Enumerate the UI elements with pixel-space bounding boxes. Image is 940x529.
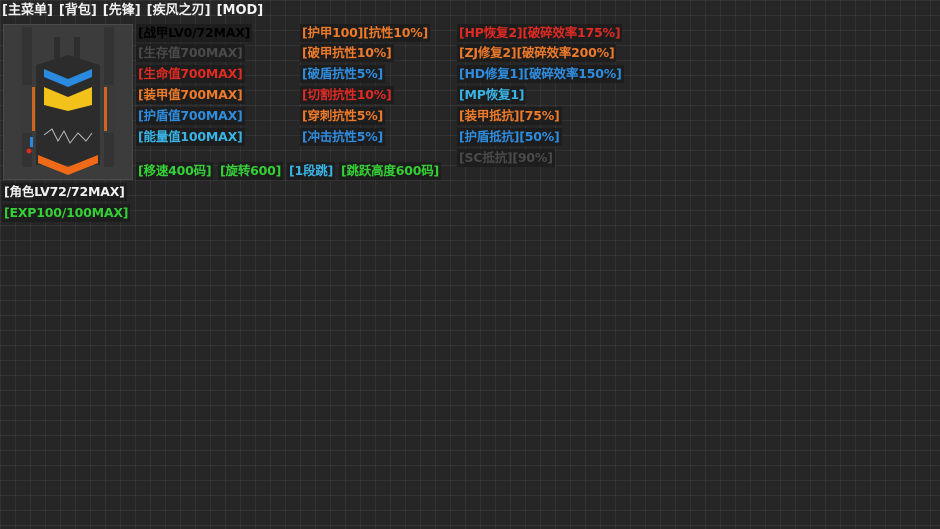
- stat-armor-resistance: [装甲抵抗][75%]: [457, 107, 562, 125]
- menu-gale-blade[interactable]: [疾风之刃]: [146, 3, 211, 18]
- menu-backpack[interactable]: [背包]: [58, 3, 97, 18]
- stat-slash-resist: [切割抗性10%]: [300, 86, 394, 104]
- stat-jump-height: [跳跃高度600码]: [339, 162, 442, 180]
- stat-mp-regen: [MP恢复1]: [457, 86, 527, 104]
- mech-armor-icon: [20, 27, 116, 175]
- stat-hp-regen: [HP恢复2][破碎效率175%]: [457, 24, 623, 42]
- top-menu: [主菜单] [背包] [先锋] [疾风之刃] [MOD]: [2, 2, 263, 19]
- stat-armor-break-resist: [破甲抗性10%]: [300, 44, 394, 62]
- stat-armor-repair: [ZJ修复2][破碎效率200%]: [457, 44, 617, 62]
- stat-impact-resist: [冲击抗性5%]: [300, 128, 386, 146]
- stat-pierce-resist: [穿刺抗性5%]: [300, 107, 386, 125]
- stat-sc-resistance: [SC抵抗][90%]: [457, 149, 555, 167]
- character-portrait: [3, 24, 133, 180]
- stat-jump-count: [1段跳]: [287, 162, 336, 180]
- menu-main[interactable]: [主菜单]: [2, 3, 53, 18]
- menu-vanguard[interactable]: [先锋]: [102, 3, 141, 18]
- character-level: [角色LV72/72MAX]: [2, 183, 127, 201]
- stat-survival: [生存值700MAX]: [136, 44, 245, 62]
- character-exp: [EXP100/100MAX]: [2, 204, 131, 222]
- armor-level: [战甲LV0/72MAX]: [136, 24, 253, 42]
- stat-shield-repair: [HD修复1][破碎效率150%]: [457, 65, 624, 83]
- stat-rotation: [旋转600]: [218, 162, 284, 180]
- stat-energy: [能量值100MAX]: [136, 128, 245, 146]
- stat-shield: [护盾值700MAX]: [136, 107, 245, 125]
- stat-shield-resistance: [护盾抵抗][50%]: [457, 128, 562, 146]
- stat-armor-resist: [护甲100][抗性10%]: [300, 24, 431, 42]
- stat-shield-break-resist: [破盾抗性5%]: [300, 65, 386, 83]
- stat-armor: [装甲值700MAX]: [136, 86, 245, 104]
- menu-mod[interactable]: [MOD]: [216, 3, 264, 18]
- stat-health: [生命值700MAX]: [136, 65, 245, 83]
- stat-move-speed: [移速400码]: [136, 162, 214, 180]
